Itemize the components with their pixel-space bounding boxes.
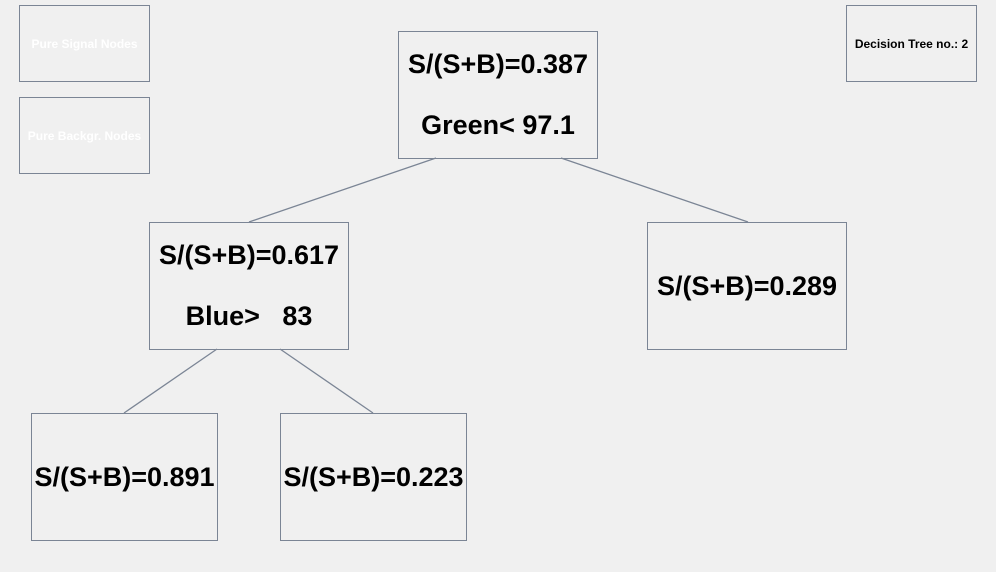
node-root: S/(S+B)=0.387 Green< 97.1 <box>398 31 598 159</box>
edge-root-left <box>248 157 437 223</box>
decision-tree-number: Decision Tree no.: 2 <box>854 36 969 51</box>
node-left-right-purity: S/(S+B)=0.223 <box>283 461 464 492</box>
node-right-purity: S/(S+B)=0.289 <box>656 270 838 301</box>
node-right: S/(S+B)=0.289 <box>647 222 847 350</box>
node-left-left: S/(S+B)=0.891 <box>31 413 218 541</box>
node-root-cut: Green< 97.1 <box>421 110 575 140</box>
node-left-left-purity: S/(S+B)=0.891 <box>34 461 215 492</box>
node-left-cut: Blue> 83 <box>185 301 313 331</box>
legend-background-label: Pure Backgr. Nodes <box>27 128 142 143</box>
legend-pure-background-nodes: Pure Backgr. Nodes <box>19 97 150 174</box>
edge-left-leftleft <box>123 348 218 414</box>
node-left-right: S/(S+B)=0.223 <box>280 413 467 541</box>
edge-root-right <box>560 157 749 223</box>
decision-tree-label: Decision Tree no.: 2 <box>846 5 977 82</box>
node-root-purity: S/(S+B)=0.387 <box>407 49 589 79</box>
edge-left-leftright <box>279 348 374 414</box>
node-left-purity: S/(S+B)=0.617 <box>158 240 340 270</box>
legend-signal-label: Pure Signal Nodes <box>31 36 138 51</box>
node-left: S/(S+B)=0.617 Blue> 83 <box>149 222 349 350</box>
legend-pure-signal-nodes: Pure Signal Nodes <box>19 5 150 82</box>
